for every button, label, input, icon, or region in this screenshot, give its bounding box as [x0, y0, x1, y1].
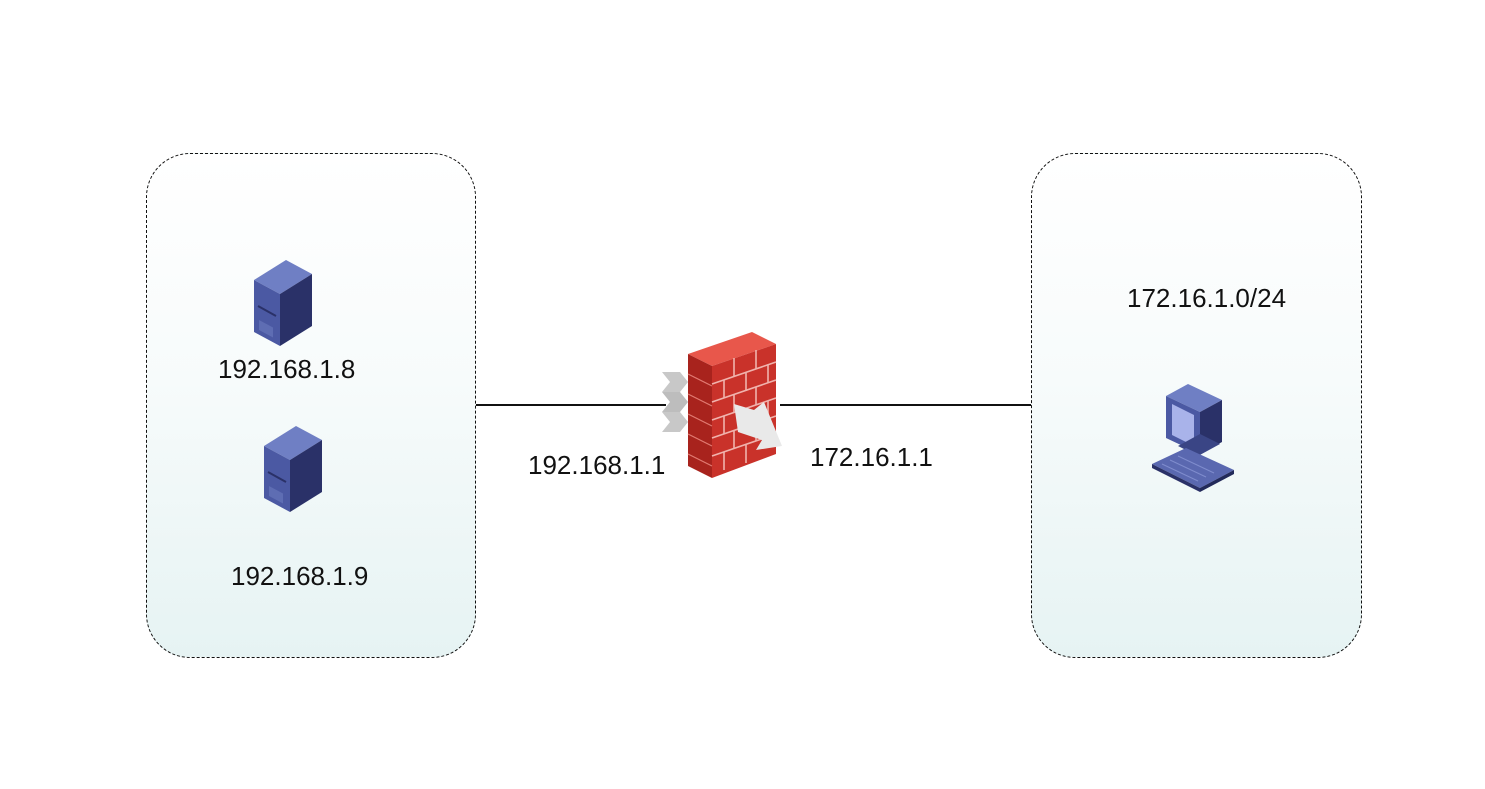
link-right — [780, 404, 1031, 406]
firewall-icon — [662, 332, 782, 478]
link-left — [476, 404, 666, 406]
workstation-icon — [1152, 384, 1234, 492]
firewall-inside-ip-label: 192.168.1.1 — [528, 450, 666, 480]
server-icon — [264, 426, 322, 512]
server-2-ip-label: 192.168.1.9 — [231, 561, 369, 591]
internal-network-zone — [146, 153, 476, 658]
server-icon — [254, 260, 312, 346]
firewall-outside-ip-label: 172.16.1.1 — [810, 442, 933, 472]
server-1-ip-label: 192.168.1.8 — [218, 354, 356, 384]
external-network-label: 172.16.1.0/24 — [1127, 283, 1287, 313]
